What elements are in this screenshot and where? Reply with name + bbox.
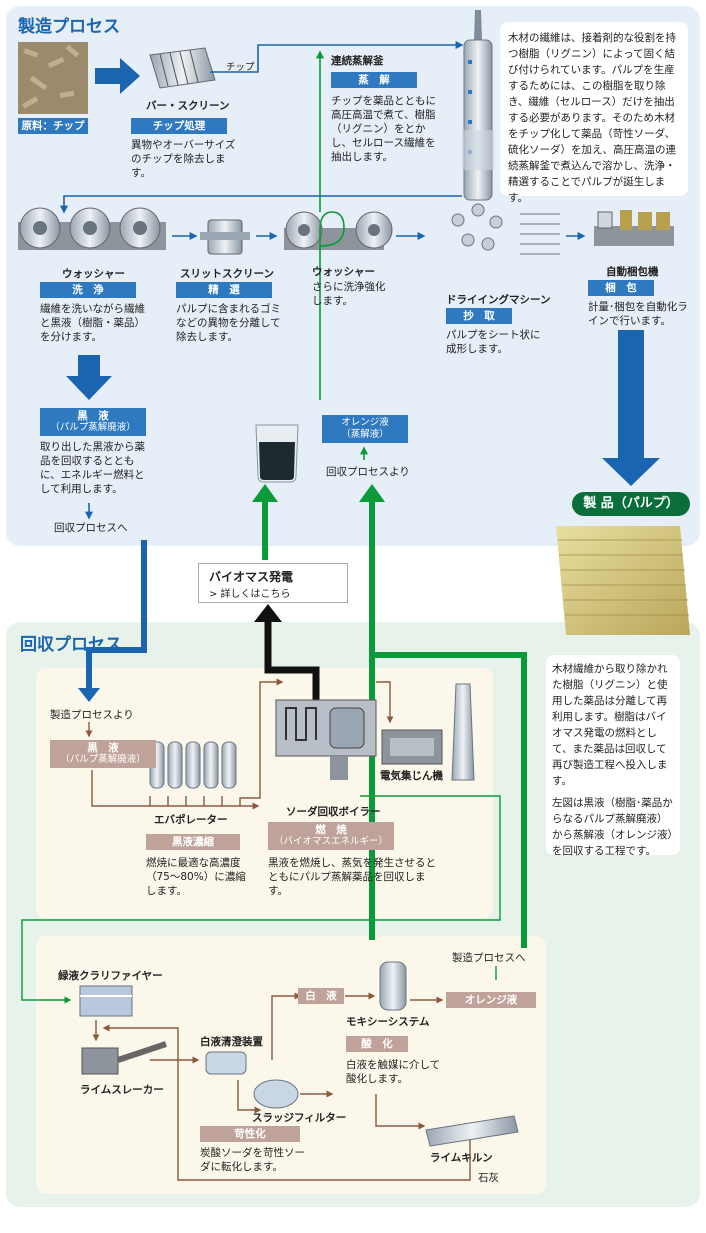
raw-material-badge: 原料：チップ bbox=[18, 118, 88, 134]
causticizing-desc: 炭酸ソーダを苛性ソーダに転化します。 bbox=[200, 1147, 305, 1173]
sheet-forming-badge: 抄 取 bbox=[446, 308, 512, 324]
combustion-badge: 燃 焼 （バイオマスエネルギー） bbox=[268, 822, 394, 850]
recovery-boiler-label: ソーダ回収ボイラー bbox=[286, 806, 381, 818]
drying-machine-label: ドライイングマシーン bbox=[446, 294, 551, 306]
to-manufacturing-label: 製造プロセスへ bbox=[452, 952, 526, 964]
washer-drums-illustration bbox=[18, 207, 166, 250]
sheet-forming-desc: パルプをシート状に成形します。 bbox=[446, 329, 541, 355]
black-liquor-desc: 取り出した黒液から薬品を回収するとともに、エネルギー燃料として利用します。 bbox=[40, 441, 145, 495]
black-liquor-beaker-illustration bbox=[255, 424, 299, 483]
recovery-subpanel-boiler bbox=[36, 668, 493, 918]
clarifier-label: 緑液クラリファイヤー bbox=[58, 970, 163, 982]
electrostatic-precipitator-illustration bbox=[381, 729, 443, 765]
concentration-desc: 燃焼に最適な高濃度（75～80%）に濃縮します。 bbox=[146, 857, 246, 897]
drying-machine-illustration bbox=[451, 203, 560, 255]
combustion-desc: 黒液を燃焼し、蒸気を発生させるとともにパルプ蒸解薬品を回収します。 bbox=[268, 857, 436, 897]
washer-label: ウォッシャー bbox=[62, 268, 125, 280]
recovery-black-liquor-badge: 黒 液 （パルプ蒸解廃液） bbox=[50, 740, 156, 768]
bar-screen-illustration bbox=[149, 47, 216, 89]
digester-badge: 蒸 解 bbox=[331, 72, 417, 88]
recovery-boiler-illustration bbox=[275, 699, 377, 780]
esp-label: 電気集じん機 bbox=[380, 770, 443, 782]
orange-liquor-badge: オレンジ液 （蒸解液） bbox=[322, 415, 408, 443]
biomass-power-link[interactable]: バイオマス発電 > 詳しくはこちら bbox=[198, 563, 348, 603]
stack-chimney-illustration bbox=[451, 683, 475, 781]
digester-tower-illustration bbox=[462, 10, 494, 201]
concentration-badge: 黒液濃縮 bbox=[146, 834, 240, 850]
recovery-black-liquor-line1: 黒 液 bbox=[87, 742, 119, 754]
recovery-note-box: 木材繊維から取り除かれた樹脂（リグニン）と使用した薬品は分離して再利用します。樹… bbox=[546, 655, 680, 857]
pulp-product-badge: 製 品（パルプ） bbox=[572, 492, 690, 516]
green-liquor-clarifier-illustration bbox=[79, 985, 133, 1017]
orange-liquor-badge-line1: オレンジ液 bbox=[341, 417, 389, 428]
chip-processing-desc: 異物やオーバーサイズのチップを除去します。 bbox=[131, 139, 236, 179]
washer2-desc: さらに洗浄強化します。 bbox=[312, 281, 386, 307]
lime-kiln-label: ライムキルン bbox=[430, 1152, 493, 1164]
orange-liquor-recovery-badge: オレンジ液 bbox=[446, 992, 536, 1008]
packer-label: 自動梱包機 bbox=[606, 266, 659, 278]
recovery-note-text: 木材繊維から取り除かれた樹脂（リグニン）と使用した薬品は分離して再利用します。樹… bbox=[552, 663, 668, 787]
combustion-badge-line2: （バイオマスエネルギー） bbox=[273, 836, 388, 847]
recovery-black-liquor-line2: （パルプ蒸解廃液） bbox=[60, 754, 146, 765]
washing-desc: 繊維を洗いながら繊維と黒液（樹脂・薬品）を分けます。 bbox=[40, 303, 145, 343]
black-liquor-badge-line1: 黒 液 bbox=[77, 410, 109, 422]
biomass-more-link[interactable]: > 詳しくはこちら bbox=[209, 589, 291, 600]
black-liquor-badge: 黒 液 （パルプ蒸解廃液） bbox=[40, 408, 146, 436]
chip-processing-badge: チップ処理 bbox=[131, 118, 227, 134]
chip-flow-label: チップ bbox=[226, 62, 255, 73]
biomass-title: バイオマス発電 bbox=[209, 570, 294, 584]
black-liquor-badge-line2: （パルプ蒸解廃液） bbox=[50, 422, 136, 433]
moxy-label: モキシーシステム bbox=[346, 1016, 430, 1028]
lime-label: 石灰 bbox=[478, 1172, 499, 1184]
recovery-subpanel-causticizing bbox=[36, 936, 546, 1194]
white-liquor-clarifier-illustration bbox=[205, 1051, 247, 1075]
washer2-illustration bbox=[284, 211, 393, 250]
digester-desc: チップを薬品とともに高圧高温で煮て、樹脂（リグニン）をとかし、セルロース繊維を抽… bbox=[331, 95, 436, 163]
bar-screen-label: バー・スクリーン bbox=[146, 100, 230, 112]
intro-box: 木材の繊維は、接着剤的な役割を持つ樹脂（リグニン）によって固く結び付けられていま… bbox=[500, 22, 688, 204]
packing-desc: 計量･梱包を自動化ラインで行います。 bbox=[588, 301, 688, 327]
washing-badge: 洗 浄 bbox=[40, 282, 136, 298]
lime-slaker-illustration bbox=[81, 1041, 167, 1075]
moxy-system-illustration bbox=[379, 961, 407, 1011]
recovery-note-text2: 左図は黒液（樹脂･薬品からなるパルプ蒸解廃液）から蒸解液（オレンジ液）を回収する… bbox=[552, 797, 673, 857]
combustion-badge-line1: 燃 焼 bbox=[315, 824, 347, 836]
evaporator-illustration bbox=[149, 741, 237, 789]
lime-kiln-illustration bbox=[425, 1115, 519, 1147]
packing-badge: 梱 包 bbox=[588, 280, 654, 296]
screening-desc: パルプに含まれるゴミなどの異物を分離して除去します。 bbox=[176, 303, 281, 343]
digester-label: 連続蒸解釜 bbox=[331, 55, 384, 67]
oxidation-desc: 白液を触媒に介して酸化します。 bbox=[346, 1059, 441, 1085]
intro-text: 木材の繊維は、接着剤的な役割を持つ樹脂（リグニン）によって固く結び付けられていま… bbox=[508, 32, 676, 204]
evaporator-label: エバポレーター bbox=[154, 814, 228, 826]
white-liquor-clarifier-label: 白液清澄装置 bbox=[200, 1036, 263, 1048]
white-liquor-badge: 白 液 bbox=[298, 988, 344, 1004]
sludge-filter-label: スラッジフィルター bbox=[252, 1112, 347, 1124]
lime-slaker-label: ライムスレーカー bbox=[80, 1084, 164, 1096]
orange-liquor-badge-line2: （蒸解液） bbox=[341, 429, 389, 440]
washer2-label: ウォッシャー bbox=[312, 266, 375, 278]
automatic-packer-illustration bbox=[594, 210, 674, 246]
pulp-product-stack bbox=[556, 526, 690, 635]
slit-screen-label: スリットスクリーン bbox=[180, 268, 274, 280]
sludge-filter-illustration bbox=[253, 1079, 299, 1109]
recovery-title: 回収プロセス bbox=[20, 635, 122, 655]
to-recovery-label: 回収プロセスへ bbox=[54, 522, 128, 534]
from-recovery-label: 回収プロセスより bbox=[326, 466, 410, 478]
causticizing-badge: 苛性化 bbox=[200, 1126, 300, 1142]
slit-screen-illustration bbox=[200, 219, 250, 255]
screening-badge: 精 選 bbox=[176, 282, 272, 298]
oxidation-badge: 酸 化 bbox=[346, 1036, 408, 1052]
from-manufacturing-label: 製造プロセスより bbox=[50, 709, 134, 721]
manufacturing-title: 製造プロセス bbox=[18, 17, 120, 37]
